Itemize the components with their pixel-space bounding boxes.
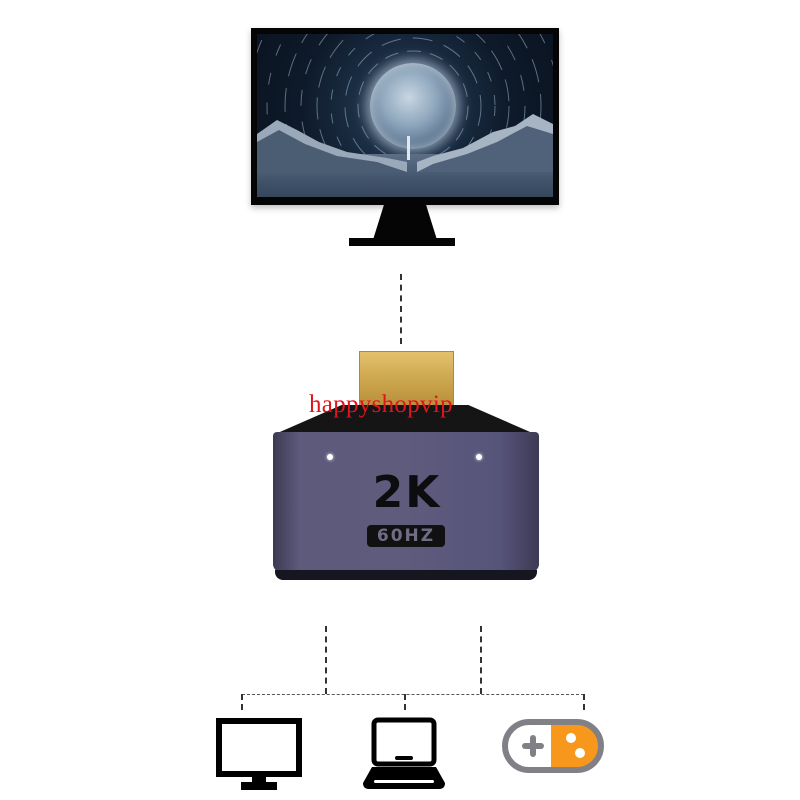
resolution-label: 2K [372,467,442,518]
connector-line-laptop [404,694,406,710]
led-indicator-left [327,454,333,460]
hdmi-plug [359,351,454,407]
adapter-bottom-edge [275,570,537,580]
hdmi-splitter-adapter [273,432,539,572]
monitor-stand-base [349,238,455,246]
connector-line-left-drop [325,626,327,694]
monitor-icon [216,718,302,790]
watermark-text: happyshopvip [309,391,453,418]
connector-line-monitor [241,694,243,710]
monitor-stand-neck [372,205,438,243]
refresh-rate-badge: 60HZ [367,525,445,547]
gamepad-icon [502,719,604,773]
display-monitor [251,28,559,205]
connector-line-gamepad [583,694,585,710]
mountains-graphic [257,114,553,172]
led-indicator-right [476,454,482,460]
laptop-icon [363,717,445,789]
moon-graphic [370,63,456,149]
connector-line-right-drop [480,626,482,694]
monitor-screen-wallpaper [257,34,553,197]
connector-line-horizontal [242,694,584,695]
connector-line-top [400,274,402,344]
